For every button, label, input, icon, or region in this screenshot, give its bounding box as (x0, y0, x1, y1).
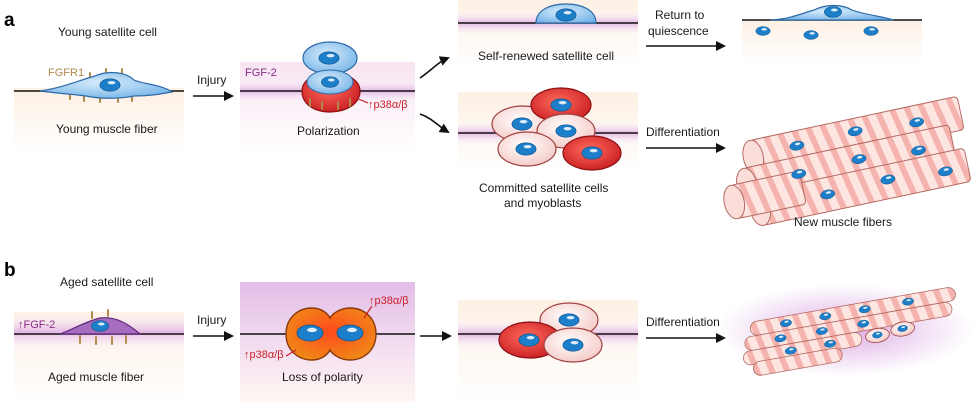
quiescent-fiber-area (742, 20, 922, 62)
aged-satellite-cell-label: Aged satellite cell (60, 275, 153, 289)
new-fiber-end-4 (723, 184, 746, 220)
polarization-label: Polarization (297, 124, 360, 138)
young-cell-nucleus (99, 78, 121, 92)
aged-cell-nucleus (90, 320, 110, 332)
p38-label-b-bottom: ↑p38α/β (244, 349, 284, 361)
quiescent-cell-nucleus (823, 6, 843, 18)
p38-pointer-b-top (363, 305, 373, 319)
myoblast-2-nucleus (555, 124, 577, 138)
differentiation-label-b: Differentiation (646, 315, 720, 329)
aged-new-fibers (717, 284, 973, 376)
panel-a-label: a (4, 10, 15, 31)
committed-cell-2-nucleus (581, 146, 603, 160)
polarization-group (240, 41, 415, 154)
committed-group (458, 87, 638, 174)
self-renewed-nucleus (555, 8, 577, 22)
symmetric-dividing-cell (285, 307, 377, 361)
young-satellite-cell-label: Young satellite cell (58, 25, 157, 39)
aged-committed-nucleus (518, 333, 540, 347)
symmetric-nucleus-right (336, 324, 364, 342)
aged-fiber-tube-4 (752, 347, 843, 376)
loss-of-polarity-group (240, 282, 415, 402)
panel-b-label: b (4, 260, 16, 281)
p38-pointer-a (355, 97, 369, 104)
aged-receptors (79, 309, 127, 345)
aged-committed-group (458, 300, 638, 402)
aged-myoblast-1-nucleus (558, 313, 580, 327)
aged-myoblast-2-nucleus (562, 338, 584, 352)
aged-fiber-group (14, 309, 184, 402)
quiescent-fiber-group (742, 4, 922, 62)
differentiation-label-a: Differentiation (646, 125, 720, 139)
new-muscle-fibers-label: New muscle fibers (794, 215, 892, 229)
fgf2-label-b: ↑FGF-2 (18, 319, 55, 331)
self-renew-arrow (419, 56, 450, 79)
self-renewed-group (458, 0, 638, 68)
p38-label-a: ↑p38α/β (368, 99, 408, 111)
polarized-middle-nucleus (320, 76, 340, 88)
injury-label-a: Injury (197, 73, 226, 87)
young-fiber-group (14, 68, 184, 153)
return-line2: quiescence (648, 24, 709, 38)
young-muscle-fiber-label: Young muscle fiber (56, 122, 158, 136)
myoblast-1-nucleus (511, 117, 533, 131)
fiber-nucleus-3 (863, 26, 879, 36)
fgf2-label-a: FGF-2 (245, 67, 277, 79)
fiber-nucleus-1 (755, 26, 771, 36)
polarization-receptors (309, 98, 351, 110)
aged-muscle-fiber-label: Aged muscle fiber (48, 370, 144, 384)
symmetric-nucleus-left (296, 324, 324, 342)
p38-label-b-top: ↑p38α/β (369, 295, 409, 307)
fgfr1-label: FGFR1 (48, 67, 84, 79)
fiber-nucleus-2 (803, 30, 819, 40)
new-muscle-fibers (723, 96, 971, 226)
committed-line2: and myoblasts (504, 196, 581, 210)
loss-of-polarity-label: Loss of polarity (282, 370, 363, 384)
committed-cell-1-nucleus (550, 98, 572, 112)
injury-label-b: Injury (197, 313, 226, 327)
return-line1: Return to (655, 8, 705, 22)
p38-pointer-b-bottom (285, 349, 297, 357)
self-renewed-label: Self-renewed satellite cell (478, 49, 614, 63)
committed-line1: Committed satellite cells (479, 181, 608, 195)
polarized-stem-nucleus (318, 51, 340, 65)
commit-arrow (419, 113, 450, 134)
myoblast-3-nucleus (515, 142, 537, 156)
